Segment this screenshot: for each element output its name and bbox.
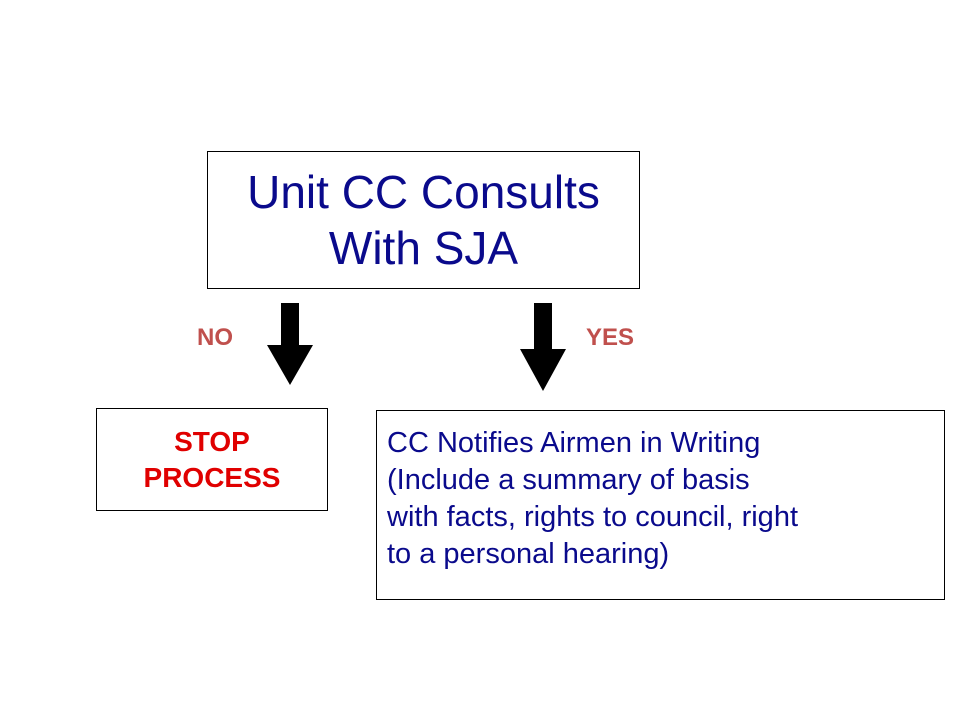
- consult-sja-line-2: With SJA: [328, 222, 519, 274]
- consult-sja-box: Unit CC Consults With SJA: [207, 151, 640, 289]
- down-arrow-icon: [267, 303, 313, 385]
- notify-airmen-line-2: (Include a summary of basis: [387, 464, 750, 496]
- notify-airmen-line-3: with facts, rights to council, right: [387, 501, 798, 533]
- notify-airmen-box: CC Notifies Airmen in Writing (Include a…: [376, 410, 945, 600]
- notify-airmen-line-4: to a personal hearing): [387, 538, 670, 570]
- yes-branch-label: YES: [586, 324, 635, 351]
- notify-airmen-line-1: CC Notifies Airmen in Writing: [387, 427, 761, 459]
- stop-process-line-1: STOP: [174, 425, 250, 457]
- down-arrow-icon: [520, 303, 566, 391]
- stop-process-box: STOP PROCESS: [96, 408, 328, 511]
- no-branch-label: NO: [197, 324, 233, 351]
- consult-sja-line-1: Unit CC Consults: [247, 166, 600, 218]
- stop-process-line-2: PROCESS: [143, 461, 281, 493]
